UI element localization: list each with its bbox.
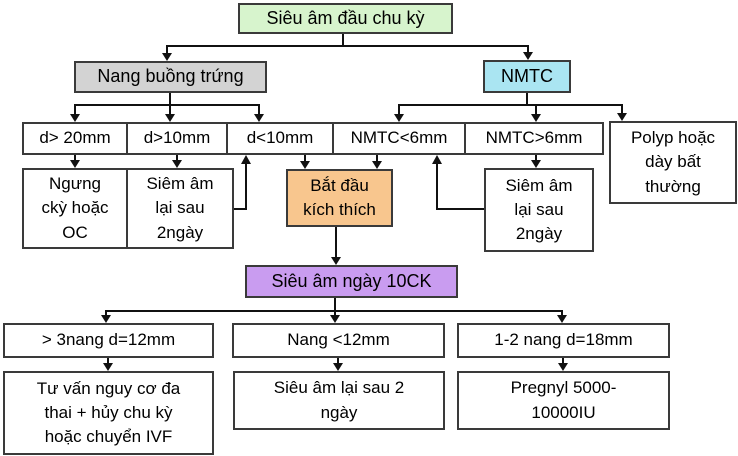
node-gt3-follicles-12mm: > 3nang d=12mm — [3, 323, 214, 358]
node-d-gt20mm: d> 20mm — [22, 122, 128, 155]
connector-one-two-to-pregnyl — [558, 358, 568, 371]
node-rescan-2days-left: Siêm âm lại sau 2ngày — [126, 168, 234, 249]
connector-root-to-nmtc — [343, 45, 533, 60]
connector-nmtc-to-nmtc-lt6 — [394, 93, 528, 122]
node-nmtc-gt6mm: NMTC>6mm — [464, 122, 604, 155]
connector-ovary-to-d-gt20 — [70, 93, 171, 122]
connector-nmtc-gt6-to-rescan-right — [531, 155, 541, 168]
connector-day10-to-gt3 — [101, 298, 336, 323]
connector-rescan-right-loop-to-nmtc-lt6 — [432, 155, 484, 210]
node-rescan-after-2days: Siêu âm lại sau 2 ngày — [233, 371, 445, 430]
node-counsel-multiple-pregnancy: Tư vấn nguy cơ đa thai + hủy chu kỳ hoặc… — [3, 371, 214, 455]
node-polyp: Polyp hoặc dày bất thường — [609, 121, 737, 204]
connector-d-gt20-to-stop — [70, 155, 80, 168]
connector-ovary-to-d-lt10 — [170, 104, 264, 122]
connector-lt12-to-rescan2 — [333, 358, 343, 371]
connector-ovary-to-d-gt10 — [165, 105, 175, 122]
connector-stim-to-day10 — [331, 227, 341, 265]
node-nmtc: NMTC — [483, 60, 571, 93]
connector-rescan-left-loop-to-d-lt10 — [234, 155, 251, 210]
connector-nmtc-lt6-to-stim — [372, 155, 382, 169]
connector-d-lt10-to-stim — [300, 155, 310, 169]
node-pregnyl: Pregnyl 5000- 10000IU — [457, 371, 670, 430]
node-follicle-lt12mm: Nang <12mm — [232, 323, 445, 358]
node-root: Siêu âm đầu chu kỳ — [238, 3, 453, 34]
connector-d-gt10-to-rescan-left — [172, 155, 182, 168]
connector-nmtc-to-polyp — [527, 104, 627, 121]
connector-day10-to-lt12 — [330, 311, 340, 323]
node-ultrasound-day10: Siêu âm ngày 10CK — [245, 265, 458, 298]
node-d-gt10mm: d>10mm — [126, 122, 228, 155]
connector-nmtc-to-nmtc-gt6 — [527, 104, 541, 122]
node-nmtc-lt6mm: NMTC<6mm — [332, 122, 466, 155]
node-d-lt10mm: d<10mm — [226, 122, 334, 155]
connector-root-to-ovary — [162, 33, 344, 61]
connector-gt3-to-counsel — [103, 358, 113, 371]
connector-day10-to-one-two — [335, 310, 567, 323]
node-ovary-follicle: Nang buồng trứng — [74, 61, 267, 93]
node-stop-cycle-oc: Ngưng ckỳ hoặc OC — [22, 168, 128, 249]
node-rescan-2days-right: Siêm âm lại sau 2ngày — [484, 168, 594, 252]
node-1-2-follicles-18mm: 1-2 nang d=18mm — [457, 323, 670, 358]
node-start-stimulation: Bắt đầu kích thích — [286, 169, 393, 227]
